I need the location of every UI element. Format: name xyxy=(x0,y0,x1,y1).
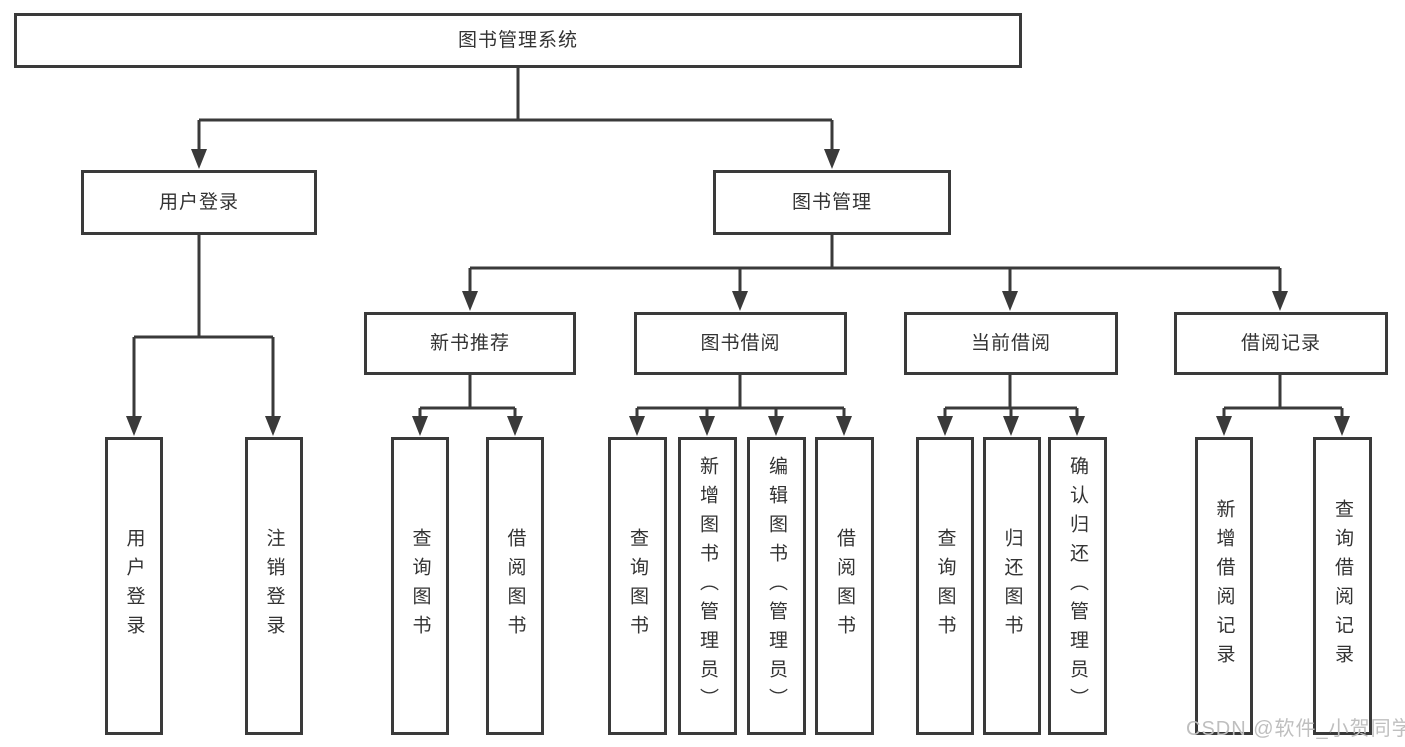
arrowhead xyxy=(507,416,523,436)
node-label: 当前借阅 xyxy=(970,333,1051,354)
node-label: 确认归还（管理员） xyxy=(1067,455,1088,717)
node-label: 查询图书 xyxy=(934,528,956,644)
leaf-user-login: 用户登录 xyxy=(105,437,163,735)
node-label: 借阅记录 xyxy=(1240,333,1321,354)
node-label: 新书推荐 xyxy=(429,333,510,354)
node-label: 查询图书 xyxy=(627,528,648,644)
node-label: 用户登录 xyxy=(158,192,239,213)
arrowhead xyxy=(462,291,478,311)
leaf-current-return-books: 归还图书 xyxy=(983,437,1041,735)
arrowhead xyxy=(699,416,715,436)
node-label: 图书管理系统 xyxy=(457,30,578,51)
connector-root-to-level2 xyxy=(191,68,840,169)
node-book-borrow: 图书借阅 xyxy=(634,312,847,375)
leaf-newbook-query-books: 查询图书 xyxy=(391,437,449,735)
leaf-record-query-borrow-record: 查询借阅记录 xyxy=(1313,437,1372,735)
leaf-current-query-books: 查询图书 xyxy=(916,437,974,735)
arrowhead xyxy=(1002,291,1018,311)
connector-newbook-to-leaves xyxy=(412,375,523,436)
node-new-book-recommend: 新书推荐 xyxy=(364,312,576,375)
connector-bookmgmt-to-level3 xyxy=(462,235,1288,311)
arrowhead xyxy=(824,149,840,169)
connector-bookborrow-to-leaves xyxy=(629,375,852,436)
leaf-newbook-borrow-books: 借阅图书 xyxy=(486,437,544,735)
node-label: 用户登录 xyxy=(123,528,145,644)
leaf-borrow-edit-books-admin: 编辑图书（管理员） xyxy=(747,437,806,735)
node-label: 查询图书 xyxy=(409,528,431,644)
connector-records-to-leaves xyxy=(1216,375,1350,436)
node-borrow-records: 借阅记录 xyxy=(1174,312,1388,375)
node-label: 注销登录 xyxy=(263,528,285,644)
arrowhead xyxy=(191,149,207,169)
connector-userlogin-to-leaves xyxy=(126,235,281,436)
leaf-logout: 注销登录 xyxy=(245,437,303,735)
arrowhead xyxy=(126,416,142,436)
node-label: 查询借阅记录 xyxy=(1332,499,1353,673)
connector-currentborrow-to-leaves xyxy=(937,375,1085,436)
node-label: 编辑图书（管理员） xyxy=(766,455,787,717)
node-book-management: 图书管理 xyxy=(713,170,951,235)
leaf-borrow-query-books: 查询图书 xyxy=(608,437,667,735)
leaf-current-confirm-return-admin: 确认归还（管理员） xyxy=(1048,437,1107,735)
node-label: 借阅图书 xyxy=(504,528,526,644)
arrowhead xyxy=(629,416,645,436)
arrowhead xyxy=(732,291,748,311)
arrowhead xyxy=(1334,416,1350,436)
arrowhead xyxy=(768,416,784,436)
arrowhead xyxy=(836,416,852,436)
leaf-borrow-add-books-admin: 新增图书（管理员） xyxy=(678,437,737,735)
leaf-borrow-borrow-books: 借阅图书 xyxy=(815,437,874,735)
arrowhead xyxy=(1272,291,1288,311)
node-current-borrow: 当前借阅 xyxy=(904,312,1118,375)
node-label: 图书借阅 xyxy=(700,333,781,354)
arrowhead xyxy=(937,416,953,436)
node-label: 新增图书（管理员） xyxy=(697,455,718,717)
node-user-login: 用户登录 xyxy=(81,170,317,235)
node-label: 归还图书 xyxy=(1001,528,1023,644)
arrowhead xyxy=(412,416,428,436)
node-label: 图书管理 xyxy=(791,192,872,213)
arrowhead xyxy=(1069,416,1085,436)
node-label: 借阅图书 xyxy=(834,528,855,644)
node-library-management-system: 图书管理系统 xyxy=(14,13,1022,68)
arrowhead xyxy=(1003,416,1019,436)
csdn-watermark: CSDN @软件_小贺同学 xyxy=(1186,718,1405,740)
arrowhead xyxy=(1216,416,1232,436)
node-label: 新增借阅记录 xyxy=(1213,499,1235,673)
leaf-record-add-borrow-record: 新增借阅记录 xyxy=(1195,437,1253,735)
arrowhead xyxy=(265,416,281,436)
